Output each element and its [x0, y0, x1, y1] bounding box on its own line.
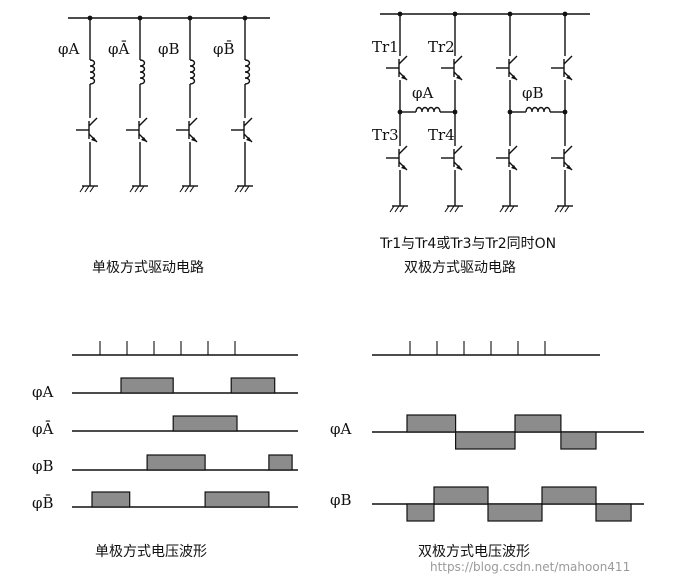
- bipolar-waveform: φA φB 双极方式电压波形: [330, 341, 644, 560]
- phase-label-a-bar: φĀ: [108, 40, 130, 58]
- voltage-pulse: [230, 377, 276, 394]
- transistor-icon-tr4: [440, 145, 463, 171]
- coil-icon: [244, 59, 251, 85]
- positive-pulse: [541, 486, 597, 505]
- watermark: https://blog.csdn.net/mahoon411: [430, 560, 630, 574]
- unipolar-waveform-caption: 单极方式电压波形: [95, 544, 207, 560]
- ground-icon: [179, 185, 199, 193]
- unipolar-circuit: φA φĀ φB φB̄ 单极方式驱动电路: [58, 15, 270, 276]
- coil-icon: [189, 59, 196, 85]
- negative-pulse: [560, 431, 597, 450]
- bipolar-switch-note: Tr1与Tr4或Tr3与Tr2同时ON: [379, 236, 556, 252]
- row-label-b-bar: φB̄: [32, 494, 54, 512]
- phase-label-a: φA: [58, 40, 80, 58]
- unipolar-circuit-caption: 单极方式驱动电路: [92, 260, 204, 276]
- negative-pulse: [595, 503, 632, 522]
- bipolar-circuit-caption: 双极方式驱动电路: [404, 260, 516, 276]
- row-label-a: φA: [32, 383, 54, 401]
- phase-branch-a: [75, 15, 99, 193]
- unipolar-waveform: φA φĀ φB φB̄ 单极方式电压波形: [32, 341, 298, 560]
- transistor-icon: [125, 117, 148, 143]
- transistor-icon: [495, 55, 518, 81]
- coil-icon-b: [525, 106, 551, 113]
- row-label-b: φB: [32, 457, 54, 475]
- voltage-pulse: [91, 491, 131, 508]
- transistor-label-tr2: Tr2: [428, 38, 455, 56]
- ground-icon: [444, 205, 464, 213]
- negative-pulse: [487, 503, 543, 522]
- ground-icon: [554, 205, 574, 213]
- transistor-icon: [550, 55, 573, 81]
- phase-branch-b-bar: [230, 15, 254, 193]
- bipolar-waveform-caption: 双极方式电压波形: [418, 544, 530, 560]
- coil-icon-a: [415, 106, 441, 113]
- transistor-icon: [75, 117, 98, 143]
- transistor-label-tr3: Tr3: [372, 126, 399, 144]
- transistor-icon-tr1: [385, 55, 408, 81]
- h-bridge-b: [495, 11, 574, 213]
- voltage-pulse: [146, 454, 206, 471]
- ground-icon: [129, 185, 149, 193]
- row-label-a-bar: φĀ: [32, 420, 54, 438]
- transistor-label-tr4: Tr4: [428, 126, 455, 144]
- negative-pulse: [455, 431, 516, 450]
- coil-label-a: φA: [412, 84, 434, 102]
- transistor-icon-tr2: [440, 55, 463, 81]
- phase-branch-a-bar: [125, 15, 149, 193]
- voltage-pulse: [172, 415, 238, 432]
- positive-pulse: [514, 414, 562, 433]
- coil-icon: [139, 59, 146, 85]
- voltage-pulse: [204, 491, 270, 508]
- h-bridge-a: [385, 11, 464, 213]
- ground-icon: [499, 205, 519, 213]
- phase-branch-b: [175, 15, 199, 193]
- bipolar-circuit: Tr1 Tr2 Tr3 Tr4 φA φB Tr1与Tr4或Tr3与Tr2同时O…: [372, 11, 590, 276]
- transistor-icon: [550, 145, 573, 171]
- voltage-pulse: [120, 377, 174, 394]
- phase-label-b-bar: φB̄: [213, 40, 235, 58]
- positive-pulse: [433, 486, 489, 505]
- positive-pulse: [406, 414, 457, 433]
- transistor-label-tr1: Tr1: [372, 38, 399, 56]
- transistor-icon: [175, 117, 198, 143]
- ground-icon: [79, 185, 99, 193]
- voltage-pulse: [268, 454, 293, 471]
- transistor-icon-tr3: [385, 145, 408, 171]
- row-label-b: φB: [330, 491, 352, 509]
- negative-pulse: [406, 503, 435, 522]
- ground-icon: [234, 185, 254, 193]
- transistor-icon: [230, 117, 253, 143]
- ground-icon: [389, 205, 409, 213]
- row-label-a: φA: [330, 420, 352, 438]
- timing-ruler: [72, 341, 298, 356]
- timing-ruler: [372, 341, 600, 356]
- coil-label-b: φB: [522, 84, 544, 102]
- phase-label-b: φB: [158, 40, 180, 58]
- transistor-icon: [495, 145, 518, 171]
- coil-icon: [89, 59, 96, 85]
